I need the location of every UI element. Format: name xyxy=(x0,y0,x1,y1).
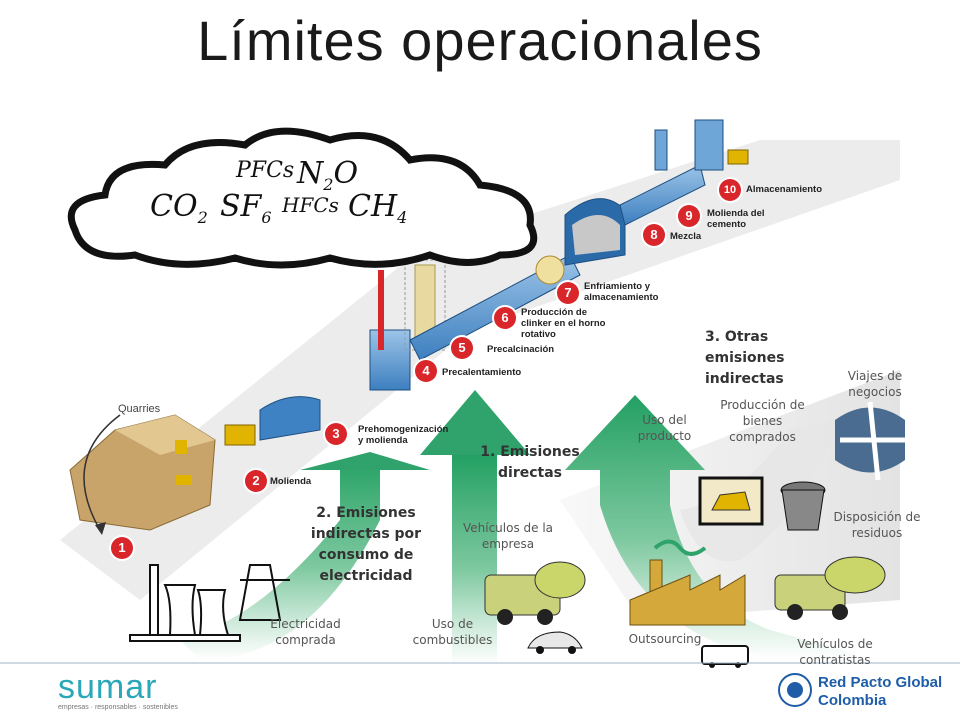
step-2-label: Molienda xyxy=(270,476,312,487)
power-plant-icon xyxy=(129,564,290,642)
company-truck-icon xyxy=(484,561,586,625)
scope1-arrow xyxy=(420,390,530,665)
quarries-label: Quarries xyxy=(118,403,161,415)
label-viajes: Viajes de negocios xyxy=(847,369,903,399)
step-6-label: Producción de clinker en el horno rotati… xyxy=(521,307,606,340)
sumar-tagline: empresas · responsables · sostenibles xyxy=(58,704,178,711)
label-contratistas: Vehículos de contratistas xyxy=(797,637,873,667)
gas-pfcs: PFCs xyxy=(236,158,295,183)
scope2-arrow xyxy=(180,452,430,660)
gas-n2o: N2O xyxy=(297,156,359,194)
label-vehiculos-empresa: Vehículos de la empresa xyxy=(462,521,554,551)
step-8-number: 8 xyxy=(643,224,665,246)
bus-icon xyxy=(701,645,749,668)
step-7-number: 7 xyxy=(557,282,579,304)
scope3-title: 3. Otras emisiones indirectas xyxy=(705,329,785,387)
quarry-illustration xyxy=(69,414,216,535)
emissions-cloud xyxy=(67,127,538,269)
step-5-label: Precalcinación xyxy=(487,344,555,355)
step-4-label: Precalentamiento xyxy=(442,367,522,378)
pacto-global-line2: Colombia xyxy=(818,692,887,709)
pacto-global-line1: Red Pacto Global xyxy=(818,674,943,691)
sumar-logo: sumar xyxy=(58,668,158,706)
step-9-number: 9 xyxy=(678,205,700,227)
label-outsourcing: Outsourcing xyxy=(628,632,702,646)
step-5-number: 5 xyxy=(451,337,473,359)
gas-co2: CO2 xyxy=(150,189,208,227)
step-6-number: 6 xyxy=(494,307,516,329)
pacto-global-logo-icon xyxy=(778,673,812,707)
plant-equipment xyxy=(224,119,749,446)
airplane-icon xyxy=(835,401,905,481)
gas-ch4: CH4 xyxy=(348,189,408,227)
step-4-number: 4 xyxy=(415,360,437,382)
step-10-number: 10 xyxy=(719,179,741,201)
car-icon xyxy=(527,631,583,654)
label-uso-producto: Uso del producto xyxy=(637,413,692,443)
gas-sf6: SF6 xyxy=(220,189,272,227)
scope2-title: 2. Emisiones indirectas por consumo de e… xyxy=(310,505,422,584)
page-title: Límites operacionales xyxy=(197,9,763,72)
step-7-label: Enfriamiento y almacenamiento xyxy=(584,281,659,303)
step-3-number: 3 xyxy=(325,423,347,445)
label-bienes: Producción de bienes comprados xyxy=(720,398,805,444)
step-3-label: Prehomogenización y molienda xyxy=(358,424,449,446)
waste-bin-icon xyxy=(780,481,826,531)
purchased-goods-icon xyxy=(698,476,764,526)
step-9-label: Molienda del cemento xyxy=(707,208,765,230)
step-8-label: Mezcla xyxy=(670,231,702,242)
label-electricidad: Electricidad comprada xyxy=(270,617,341,647)
outsourcing-factory-icon xyxy=(629,539,746,626)
step-2-number: 2 xyxy=(245,470,267,492)
step-1-number: 1 xyxy=(111,537,133,559)
label-combustibles: Uso de combustibles xyxy=(412,617,493,647)
scope1-title: 1. Emisiones directas xyxy=(480,444,580,481)
gas-hfcs: HFCs xyxy=(282,193,339,217)
step-10-label: Almacenamiento xyxy=(746,184,823,195)
label-residuos: Disposición de residuos xyxy=(833,510,921,540)
contractor-truck-icon xyxy=(774,556,886,620)
